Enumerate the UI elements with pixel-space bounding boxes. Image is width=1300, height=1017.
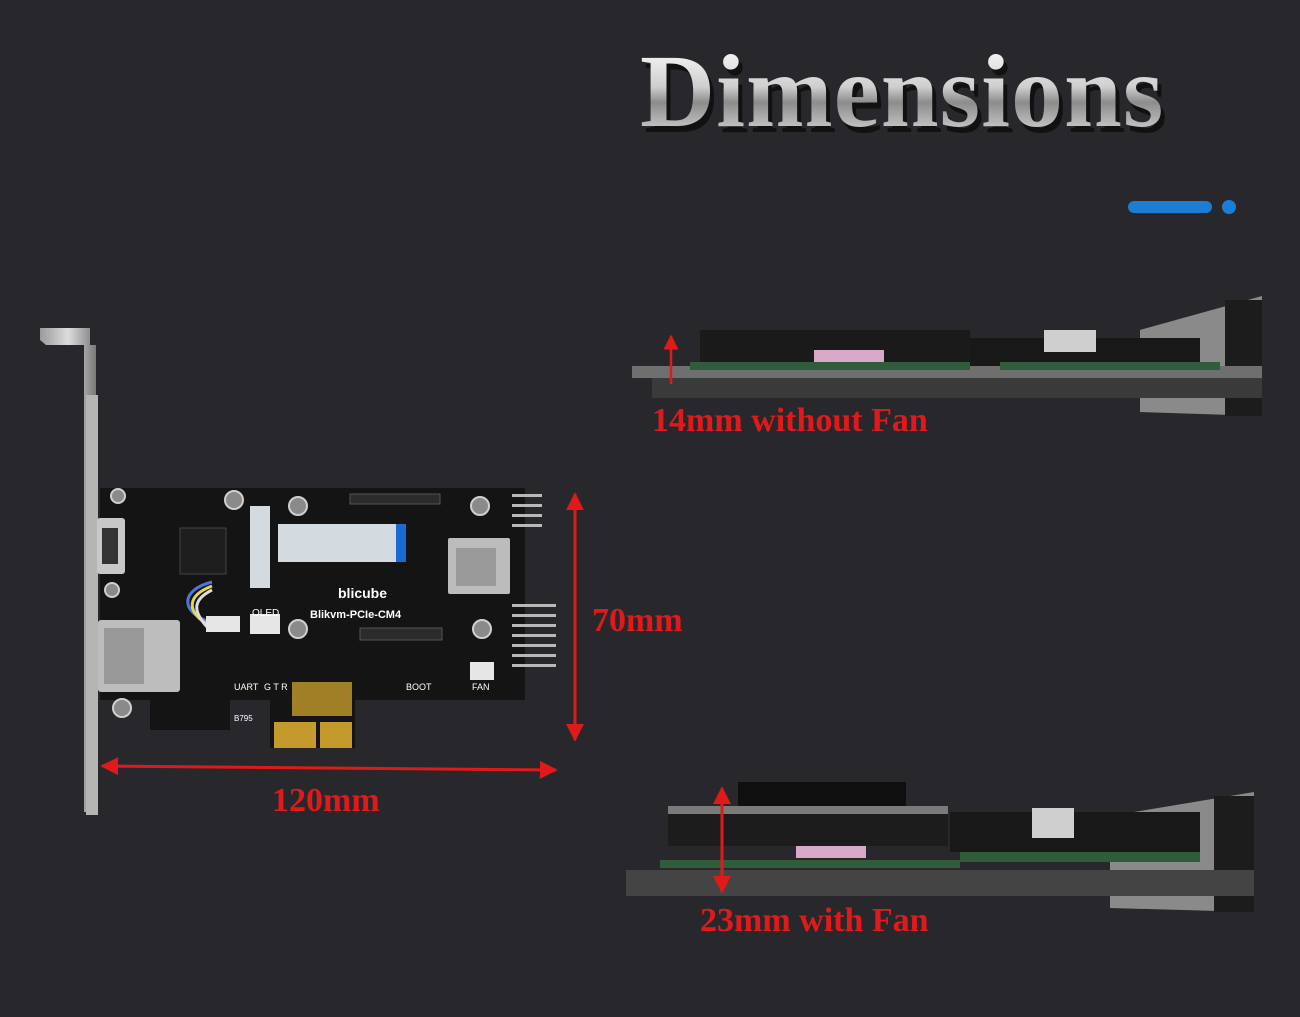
oled-connector bbox=[250, 614, 280, 634]
page-title: Dimensions bbox=[640, 40, 1250, 144]
mounting-holes bbox=[104, 488, 492, 718]
fan-connector bbox=[206, 616, 240, 632]
board-brand: blicube bbox=[338, 585, 387, 601]
ribbon-cable bbox=[278, 524, 398, 562]
silk-uart: UART bbox=[234, 682, 259, 692]
accent-bar bbox=[1128, 201, 1212, 213]
silk-oled: OLED bbox=[252, 608, 279, 619]
length-label: 120mm bbox=[272, 782, 380, 819]
length-arrow bbox=[100, 757, 558, 779]
edge-connector bbox=[274, 722, 352, 748]
board-top-view: blicube Blikvm-PCIe-CM4 OLED UART G T R … bbox=[40, 328, 556, 815]
with-fan-label: 23mm with Fan bbox=[700, 902, 929, 939]
silk-code: B795 bbox=[234, 714, 253, 723]
board-model: Blikvm-PCIe-CM4 bbox=[310, 609, 402, 621]
side-view-with-fan bbox=[626, 782, 1254, 912]
bracket-edge bbox=[86, 395, 98, 815]
accent-dot bbox=[1222, 200, 1236, 214]
silk-gtr: G T R bbox=[264, 682, 288, 692]
no-fan-label: 14mm without Fan bbox=[652, 402, 928, 439]
side-view-no-fan bbox=[632, 296, 1262, 416]
usb-chip bbox=[179, 527, 227, 575]
silk-fan: FAN bbox=[472, 682, 490, 692]
silk-boot: BOOT bbox=[406, 682, 432, 692]
pin-header-right bbox=[512, 494, 556, 667]
height-label: 70mm bbox=[592, 602, 683, 639]
title-shadow: Dimensions bbox=[644, 46, 1254, 150]
